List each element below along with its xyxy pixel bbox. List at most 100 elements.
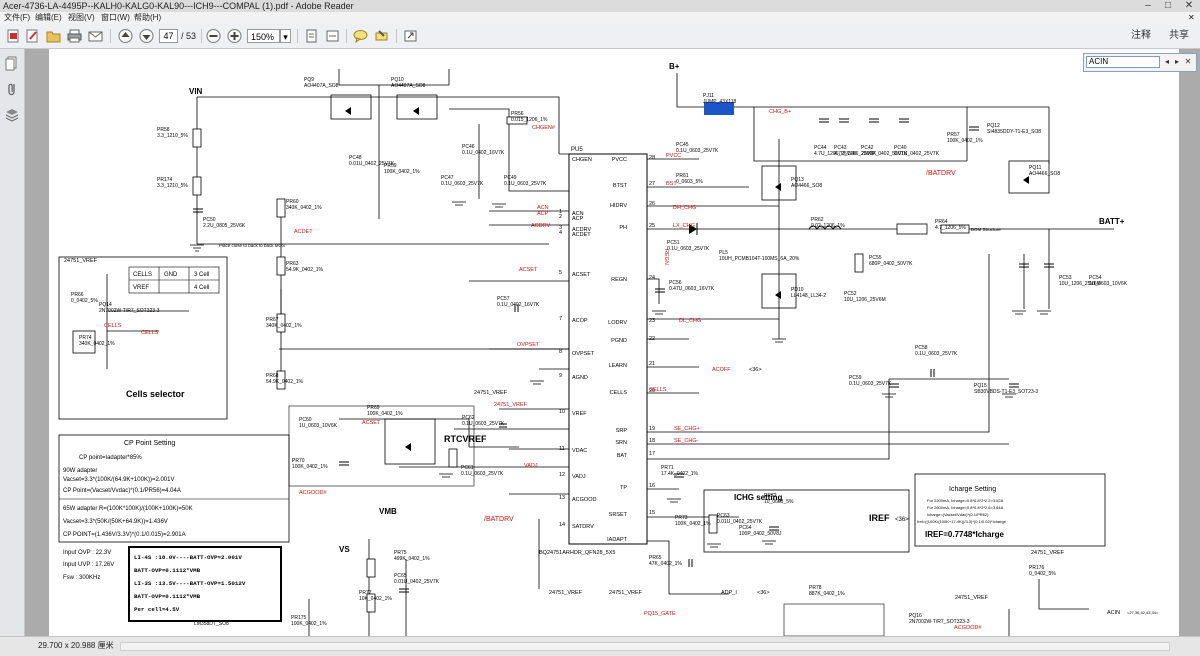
component-value: 100P_0402_50V8J <box>739 531 782 537</box>
find-next-button[interactable]: ▸ <box>1174 57 1179 66</box>
u1-pin-number: 23 <box>649 318 655 324</box>
pages-panel-button[interactable] <box>4 55 20 71</box>
open-button[interactable] <box>45 28 62 44</box>
icharge-line-0: For 2200mA, Icharge=0.8*0.8*2*2.2=3.52A <box>927 498 1004 503</box>
net-acin-ref: <27,36,42,43,44> <box>1127 610 1159 615</box>
component-ref: PR57 <box>947 132 960 138</box>
component-ref: PR67 <box>266 317 279 323</box>
ovp-line-0: Input OVP : 22.3V <box>63 550 111 556</box>
u1-pin-number: 2 <box>559 214 562 220</box>
component-value: 1U_0603_10V6K <box>299 423 338 429</box>
component-value: 17.4K_0402_1% <box>661 471 699 477</box>
net-acdrv: ACDRV <box>531 223 550 229</box>
menu-help[interactable]: 帮助(H) <box>134 13 162 22</box>
maximize-button[interactable]: □ <box>1164 0 1172 11</box>
share-panel-link[interactable]: 共享 <box>1169 30 1189 41</box>
u1-pin-number: 8 <box>559 349 562 355</box>
previous-page-button[interactable] <box>117 28 134 44</box>
u1-pin-name: ACGOOD <box>572 497 596 503</box>
close-window-button[interactable]: ✕ <box>1184 0 1194 11</box>
net-acn: ACN <box>537 205 549 211</box>
net-vs: VS <box>339 545 350 554</box>
component-value: 0.01U_0402_25V7K <box>717 519 763 525</box>
find-close-button[interactable]: ✕ <box>1184 57 1192 66</box>
net-rtcvref: RTCVREF <box>444 434 487 444</box>
ground-symbols <box>190 201 1051 548</box>
find-input[interactable] <box>1086 56 1160 68</box>
u1-pin-name: OVPSET <box>572 351 595 357</box>
expand-icon <box>404 30 417 42</box>
menu-edit[interactable]: 编辑(E) <box>35 13 62 22</box>
u1-pin-name: PGND <box>611 338 627 344</box>
component-ref: PC59 <box>849 375 862 381</box>
expand-button[interactable] <box>402 28 419 44</box>
component-ref: PC50 <box>203 217 216 223</box>
zoom-out-button[interactable] <box>205 28 222 44</box>
ovp-line-1: Input UVP : 17.26V <box>63 562 114 568</box>
component-value: 54.9K_0402_1% <box>286 267 324 273</box>
find-previous-button[interactable]: ◂ <box>1164 57 1169 66</box>
component-ref: PR60 <box>286 199 299 205</box>
cp-line-1: 90W adapter <box>63 468 97 474</box>
horizontal-scrollbar[interactable] <box>120 642 1170 651</box>
component-ref: PC63 <box>717 513 730 519</box>
u1-pin-name: CELLS <box>610 390 628 396</box>
u1-pin-name: IADAPT <box>607 537 628 543</box>
zoom-dropdown-button[interactable]: ▾ <box>280 29 291 43</box>
arrow-down-icon <box>139 29 154 43</box>
next-page-button[interactable] <box>138 28 155 44</box>
icharge-lines: For 2200mA, Icharge=0.8*0.8*2*2.2=3.52A … <box>917 498 1007 524</box>
inductor-pl5 <box>808 225 842 230</box>
minimize-button[interactable]: – <box>1145 0 1151 11</box>
page-size: 29.700 x 20.988 厘米 <box>38 641 114 650</box>
component-ref: PL5 <box>719 250 728 256</box>
zoom-in-button[interactable] <box>226 28 243 44</box>
u1-pin-name: VADJ <box>572 474 586 480</box>
component-ref: PR176 <box>1029 565 1045 571</box>
component-ref: PQ9 <box>304 77 314 83</box>
component-ref: PC65 <box>394 573 407 579</box>
component-ref: PR59 <box>384 163 397 169</box>
plus-icon <box>227 29 242 43</box>
comment-button[interactable] <box>352 28 369 44</box>
comment-panel-link[interactable]: 注释 <box>1131 30 1151 41</box>
create-pdf-button[interactable] <box>5 28 22 44</box>
component-ref: PR74 <box>79 335 92 341</box>
component-value: 3.3_1210_5% <box>157 133 188 139</box>
fit-width-button[interactable] <box>324 28 341 44</box>
u1-pin-name: HIDRV <box>610 203 627 209</box>
printer-icon <box>67 29 82 43</box>
batt-line-4: Per cell=4.5V <box>134 606 180 613</box>
email-button[interactable] <box>87 28 104 44</box>
component-value: 2N7002W-T/R7_SOT323-3 <box>909 619 970 625</box>
attachments-panel-button[interactable] <box>4 81 20 97</box>
net-vref-red: 24751_VREF <box>494 402 528 408</box>
cp-line-3: CP Point=(Vacset/Vvdac)*(0.1/PR56)=4.04A <box>63 488 181 494</box>
component-value: 10UH_PCMB104T-100MS_6A_20% <box>719 256 800 262</box>
zoom-level-field[interactable]: 150% <box>247 29 280 43</box>
fit-page-button[interactable] <box>303 28 320 44</box>
component-ref: PR73 <box>675 515 688 521</box>
component-value: 47K_0402_1% <box>649 561 682 567</box>
edit-pdf-button[interactable] <box>24 28 41 44</box>
component-value: 0.1U_0603_25V7K <box>461 471 504 477</box>
highlight-button[interactable] <box>373 28 390 44</box>
menu-file[interactable]: 文件(F) <box>4 13 31 22</box>
component-value: LL4148_LL34-2 <box>791 293 826 299</box>
page-number-input[interactable] <box>159 29 178 43</box>
menu-window[interactable]: 窗口(W) <box>101 13 130 22</box>
print-button[interactable] <box>66 28 83 44</box>
u1-pin-name: VDAC <box>572 448 587 454</box>
close-document-button[interactable]: ✕ <box>1188 13 1195 22</box>
layers-panel-button[interactable] <box>4 107 20 123</box>
u1-pin-name: PH <box>619 225 627 231</box>
u1-pin-name: PVCC <box>612 157 627 163</box>
component-ref: PQ15 <box>974 383 987 389</box>
menu-view[interactable]: 视图(V) <box>68 13 95 22</box>
component-value: 340K_0402_1% <box>79 341 115 347</box>
u1-pin-name: ACDRV <box>572 227 591 233</box>
component-ref: PR72 <box>764 493 777 499</box>
